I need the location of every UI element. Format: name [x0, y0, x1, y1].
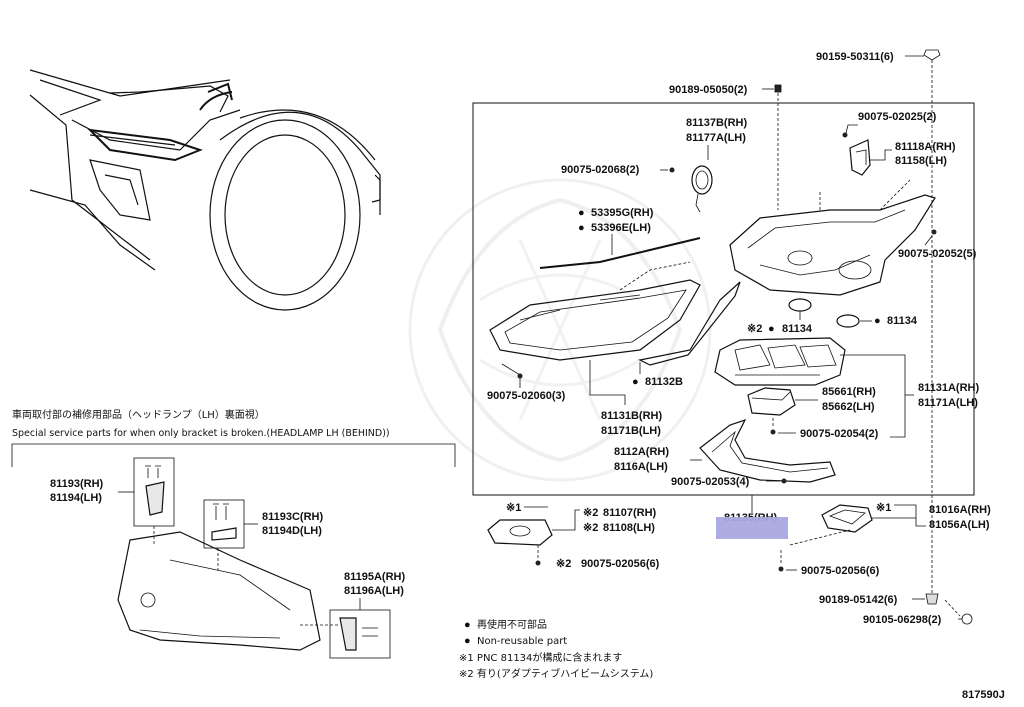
actuator-81137b: [691, 165, 713, 213]
oring-81134-b: [836, 314, 860, 328]
label-90105: 90105-06298(2): [863, 614, 942, 626]
label-81134-b: 81134: [887, 315, 918, 327]
label-81134-a: 81134: [782, 323, 813, 335]
label-90189-a: 90189-05050(2): [669, 84, 748, 96]
label-81132b: 81132B: [645, 376, 683, 388]
label-90075-02052: 90075-02052(5): [898, 248, 977, 260]
inset-box-81193c: [203, 499, 245, 549]
label-90075-02068: 90075-02068(2): [561, 164, 640, 176]
watermark: [408, 178, 712, 482]
label-90075-02053: 90075-02053(4): [671, 476, 750, 488]
seal-53395g: [539, 237, 701, 269]
mark-kome1-81016a: ※1: [876, 502, 891, 514]
dot-81134-a: ●: [768, 323, 775, 335]
mark-kome1-81107: ※1: [506, 502, 521, 514]
label-81194: 81194(LH): [50, 492, 102, 504]
legend-dot-en: ●: [464, 635, 471, 647]
inset-headlamp-back: [117, 526, 321, 651]
label-81171b: 81171B(LH): [601, 425, 661, 437]
highlight-81135: [716, 517, 788, 539]
label-90075-02054: 90075-02054(2): [800, 428, 879, 440]
label-90189-b: 90189-05142(6): [819, 594, 898, 606]
label-8116a: 8116A(LH): [614, 461, 668, 473]
bezel-8112a: [699, 418, 836, 483]
oring-81134-a: [788, 298, 812, 312]
mark-kome2-81108: ※2: [583, 522, 598, 534]
legend-note-2: ※2 有り(アダプティブハイビームシステム): [459, 667, 653, 680]
dot-53395g: ●: [578, 207, 585, 219]
label-8112a: 8112A(RH): [614, 446, 669, 458]
label-81194d: 81194D(LH): [262, 525, 322, 537]
label-81158: 81158(LH): [895, 155, 947, 167]
dot-81134-b: ●: [874, 315, 881, 327]
label-90075-02056-a: 90075-02056(6): [581, 558, 660, 570]
inset-box-81195a: [329, 609, 391, 659]
mark-kome2-81107: ※2: [583, 507, 598, 519]
inset-title-en: Special service parts for when only brac…: [12, 428, 390, 439]
legend-note-1: ※1 PNC 81134が構成に含まれます: [459, 651, 622, 664]
label-81195a: 81195A(RH): [344, 571, 405, 583]
headlamp-assembly-frame: [472, 102, 975, 496]
label-85661: 85661(RH): [822, 386, 876, 398]
label-81108: 81108(LH): [603, 522, 655, 534]
label-81131a: 81131A(RH): [918, 382, 979, 394]
label-81131b: 81131B(RH): [601, 410, 662, 422]
housing-rear: [729, 179, 936, 296]
label-81056a: 81056A(LH): [929, 519, 990, 531]
label-90075-02056-b: 90075-02056(6): [801, 565, 880, 577]
label-81177a: 81177A(LH): [686, 132, 746, 144]
label-53395g: 53395G(RH): [591, 207, 654, 219]
label-81193: 81193(RH): [50, 478, 104, 490]
bolt-90159: [923, 49, 941, 600]
label-90159: 90159-50311(6): [816, 51, 894, 63]
vehicle-sketch: [29, 69, 381, 311]
label-81107: 81107(RH): [603, 507, 657, 519]
inset-title-jp: 車両取付部の補修用部品（ヘッドランプ（LH）裏面視）: [12, 408, 265, 421]
dot-81132b: ●: [632, 376, 639, 388]
lens-81132b: [489, 261, 701, 361]
figure-id: 817590J: [962, 689, 1005, 701]
label-81137b: 81137B(RH): [686, 117, 747, 129]
label-81171a: 81171A(LH): [918, 397, 978, 409]
label-90075-02060: 90075-02060(3): [487, 390, 566, 402]
mark-kome2-90075-02056: ※2: [556, 558, 571, 570]
label-81193c: 81193C(RH): [262, 511, 323, 523]
legend-nonreusable-en: Non-reusable part: [477, 636, 567, 647]
label-81016a: 81016A(RH): [929, 504, 991, 516]
label-81196a: 81196A(LH): [344, 585, 404, 597]
mark-kome2-81134: ※2: [747, 323, 762, 335]
ballast-81016a: [821, 504, 873, 533]
label-85662: 85662(LH): [822, 401, 875, 413]
label-53396e: 53396E(LH): [591, 222, 651, 234]
legend-dot-jp: ●: [464, 619, 471, 631]
dot-53396e: ●: [578, 222, 585, 234]
label-90075-02025: 90075-02025(2): [858, 111, 937, 123]
ecu-85661: [747, 387, 796, 416]
legend-nonreusable-jp: 再使用不可部品: [477, 618, 547, 631]
bracket-81118a: [849, 139, 871, 176]
seal-gasket: [638, 281, 741, 366]
led-module-81131a: [714, 337, 846, 386]
label-81118a: 81118A(RH): [895, 141, 956, 153]
cover-81107: [487, 519, 553, 546]
